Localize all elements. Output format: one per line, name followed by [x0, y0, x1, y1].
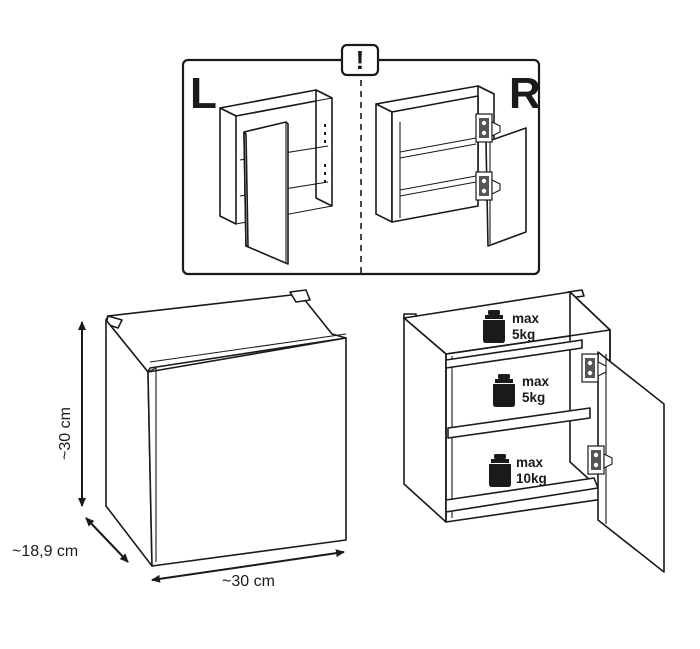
load-weight-label: 5kg: [512, 327, 535, 342]
arrow-icon: [151, 549, 345, 583]
left-hinged-cabinet: [219, 89, 333, 265]
shelf-peg-holes: [324, 124, 326, 183]
width-label: ~30 cm: [222, 573, 275, 590]
warning-symbol: !: [356, 45, 365, 75]
dimension-width: ~30 cm: [151, 549, 345, 590]
load-max-label: max: [512, 311, 540, 326]
load-max-label: max: [522, 374, 550, 389]
depth-label: ~18,9 cm: [12, 543, 78, 560]
weight-icon: [493, 374, 515, 407]
height-label: ~30 cm: [57, 407, 74, 460]
open-cabinet: [403, 289, 665, 573]
load-weight-label: 5kg: [522, 390, 545, 405]
load-max-label: max: [516, 455, 544, 470]
warning-icon: !: [340, 43, 380, 77]
right-letter: R: [509, 69, 541, 118]
closed-cabinet: [105, 289, 347, 567]
orientation-panel: ! L R: [181, 43, 541, 276]
dimension-height: ~30 cm: [57, 321, 86, 507]
load-limit-middle: max 5kg: [493, 374, 550, 407]
arrow-icon: [85, 517, 129, 563]
left-letter: L: [190, 69, 217, 118]
right-hinged-cabinet: [375, 85, 527, 247]
load-limit-top: max 5kg: [483, 310, 540, 343]
dimension-depth: ~18,9 cm: [12, 517, 129, 563]
weight-icon: [489, 454, 511, 487]
load-weight-label: 10kg: [516, 471, 547, 486]
load-limit-bottom: max 10kg: [489, 454, 547, 487]
